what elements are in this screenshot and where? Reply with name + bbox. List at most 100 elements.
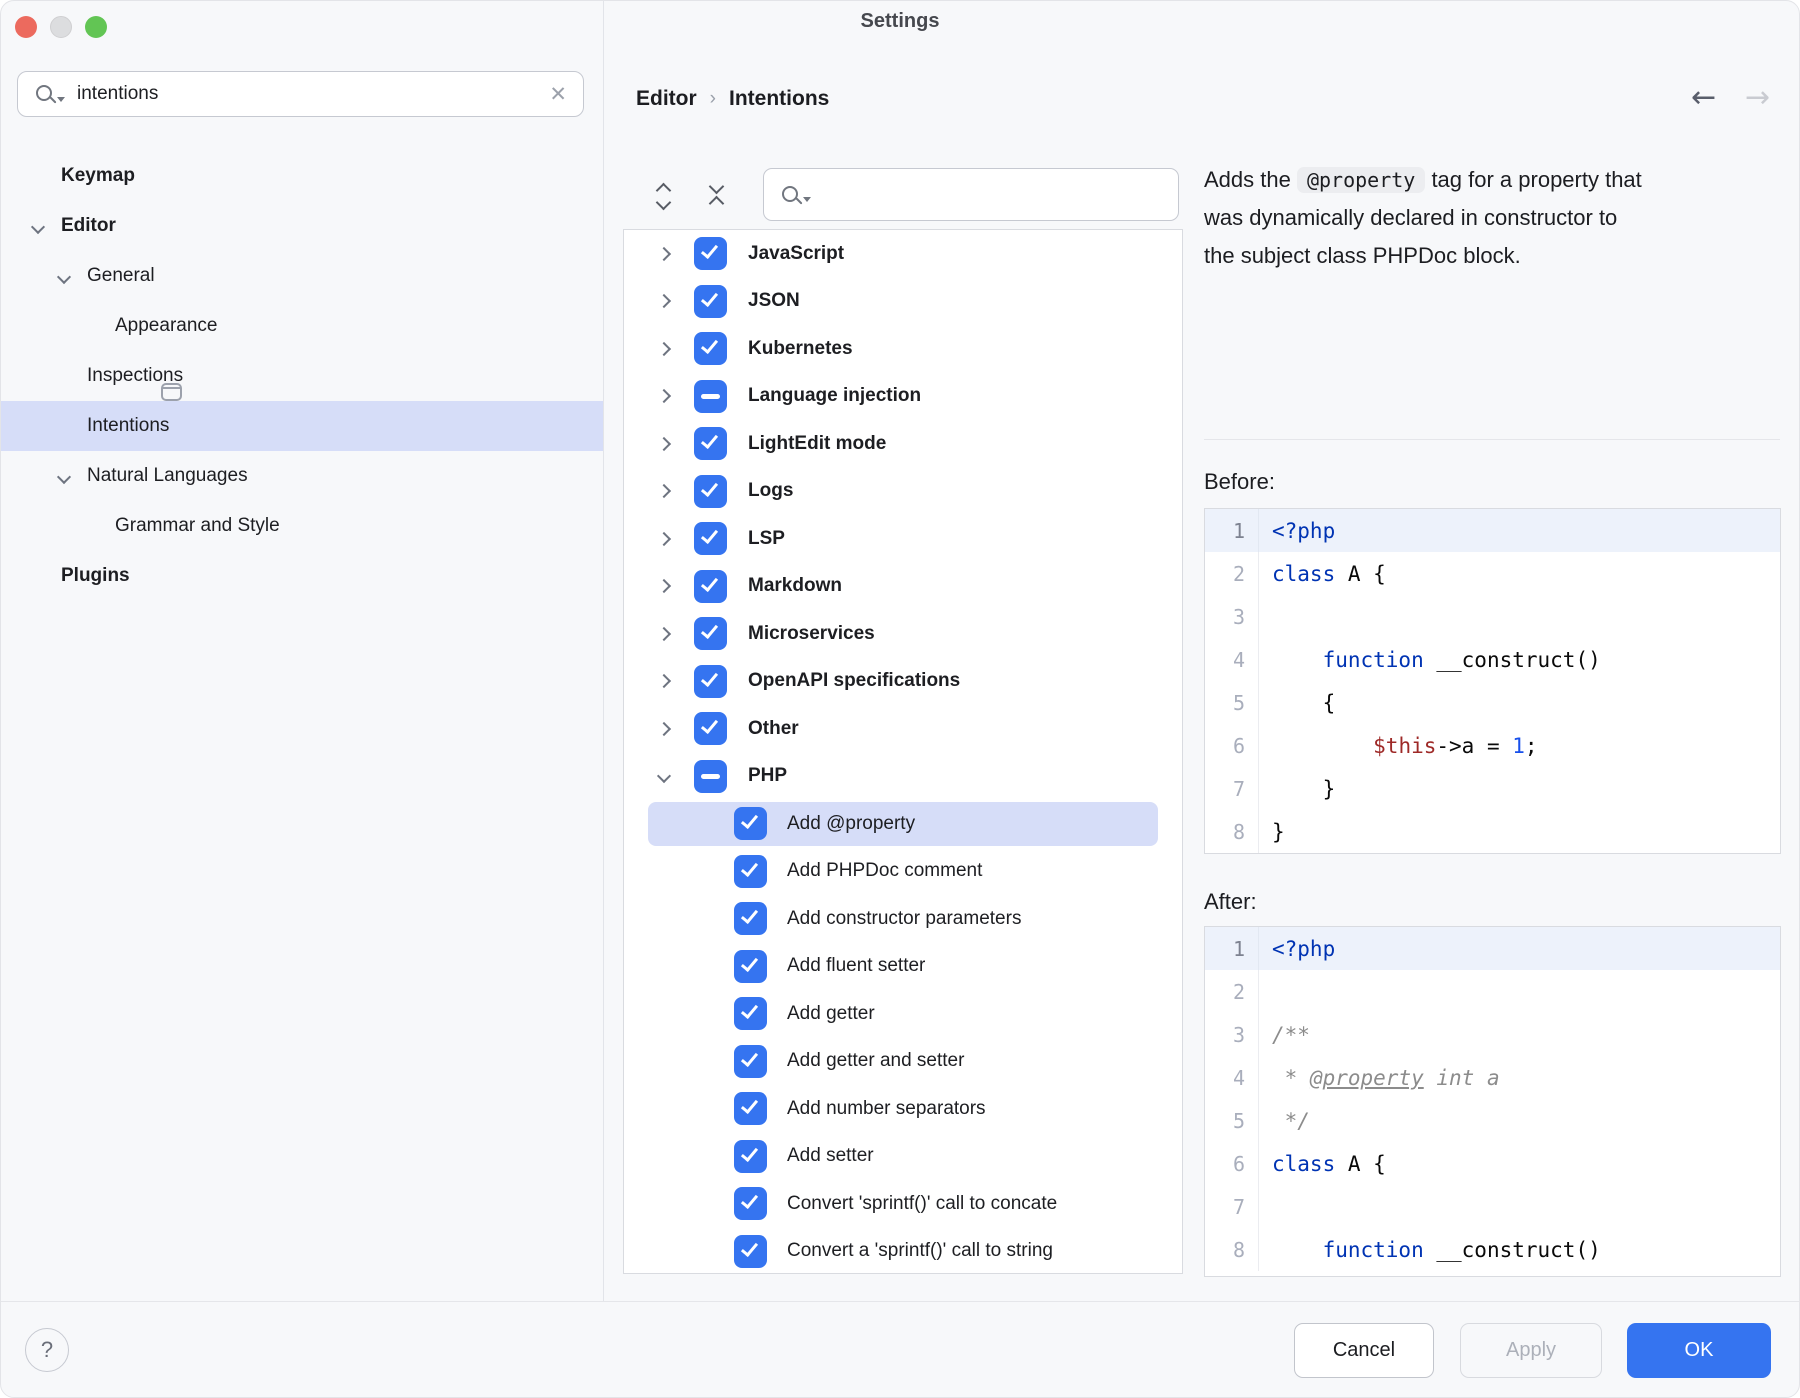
- checkbox[interactable]: [734, 854, 767, 888]
- chevron-right-icon[interactable]: [656, 674, 672, 689]
- tree-row-add-getter[interactable]: Add getter: [624, 990, 1182, 1038]
- checkbox[interactable]: [694, 664, 727, 698]
- tree-row-other[interactable]: Other: [624, 705, 1182, 753]
- minimize-window-icon[interactable]: [50, 16, 72, 38]
- search-input-value[interactable]: intentions: [77, 83, 159, 104]
- sidebar-item-plugins[interactable]: Plugins: [1, 551, 603, 601]
- tree-row-add-fluent-setter[interactable]: Add fluent setter: [624, 943, 1182, 991]
- chevron-down-icon[interactable]: [56, 469, 72, 485]
- sidebar-item-inspections[interactable]: Inspections: [1, 351, 603, 401]
- checkbox[interactable]: [734, 1234, 767, 1268]
- tree-item-label: Add setter: [787, 1145, 874, 1167]
- ok-button[interactable]: OK: [1627, 1323, 1771, 1378]
- tree-item-label: Add getter: [787, 1002, 875, 1024]
- line-number: 1: [1205, 509, 1259, 552]
- sidebar-item-label: Keymap: [61, 165, 135, 186]
- back-arrow-icon[interactable]: ←: [1691, 80, 1717, 115]
- zoom-window-icon[interactable]: [85, 16, 107, 38]
- checkbox[interactable]: [694, 284, 727, 318]
- cancel-button[interactable]: Cancel: [1294, 1323, 1434, 1378]
- tree-row-javascript[interactable]: JavaScript: [624, 230, 1182, 278]
- tree-row-lightedit-mode[interactable]: LightEdit mode: [624, 420, 1182, 468]
- tree-row-add-getter-and-setter[interactable]: Add getter and setter: [624, 1038, 1182, 1086]
- checkbox[interactable]: [694, 617, 727, 651]
- clear-search-icon[interactable]: ✕: [549, 82, 567, 106]
- forward-arrow-icon: →: [1745, 80, 1771, 115]
- tree-row-php[interactable]: PHP: [624, 753, 1182, 801]
- search-options-chevron-icon: [57, 96, 65, 102]
- sidebar-item-general[interactable]: General: [1, 251, 603, 301]
- chevron-right-icon[interactable]: [656, 579, 672, 594]
- tree-item-label: Add constructor parameters: [787, 907, 1022, 929]
- chevron-right-icon[interactable]: [656, 246, 672, 261]
- checkbox[interactable]: [694, 332, 727, 366]
- chevron-down-icon[interactable]: [656, 769, 672, 784]
- code-text: }: [1272, 776, 1336, 801]
- chevron-right-icon[interactable]: [656, 721, 672, 736]
- close-window-icon[interactable]: [15, 16, 37, 38]
- tree-row-lsp[interactable]: LSP: [624, 515, 1182, 563]
- checkbox[interactable]: [694, 522, 727, 556]
- sidebar-item-natural-languages[interactable]: Natural Languages: [1, 451, 603, 501]
- tree-row-add-phpdoc-comment[interactable]: Add PHPDoc comment: [624, 848, 1182, 896]
- tree-row-markdown[interactable]: Markdown: [624, 563, 1182, 611]
- tree-row-add-property[interactable]: Add @property: [624, 800, 1182, 848]
- checkbox[interactable]: [694, 237, 727, 271]
- breadcrumb-parent[interactable]: Editor: [636, 87, 697, 110]
- tree-row-language-injection[interactable]: Language injection: [624, 373, 1182, 421]
- sidebar-item-grammar-and-style[interactable]: Grammar and Style: [1, 501, 603, 551]
- checkbox[interactable]: [694, 712, 727, 746]
- chevron-right-icon[interactable]: [656, 626, 672, 641]
- checkbox[interactable]: [734, 807, 767, 841]
- tree-row-logs[interactable]: Logs: [624, 468, 1182, 516]
- tree-row-add-constructor-parameters[interactable]: Add constructor parameters: [624, 895, 1182, 943]
- checkbox[interactable]: [694, 427, 727, 461]
- chevron-right-icon[interactable]: [656, 484, 672, 499]
- checkbox[interactable]: [734, 1139, 767, 1173]
- checkbox[interactable]: [734, 902, 767, 936]
- window-title: Settings: [860, 10, 940, 32]
- description-line: the subject class PHPDoc block.: [1204, 243, 1521, 268]
- tree-row-kubernetes[interactable]: Kubernetes: [624, 325, 1182, 373]
- tree-item-label: Markdown: [748, 575, 842, 597]
- chevron-right-icon[interactable]: [656, 341, 672, 356]
- tree-row-convert-a-sprintf-call-to-string[interactable]: Convert a 'sprintf()' call to string: [624, 1228, 1182, 1274]
- chevron-right-icon[interactable]: [656, 531, 672, 546]
- tree-row-microservices[interactable]: Microservices: [624, 610, 1182, 658]
- checkbox[interactable]: [694, 379, 727, 413]
- code-line: 1<?php: [1205, 927, 1780, 970]
- chevron-down-icon[interactable]: [30, 219, 46, 235]
- sidebar-item-label: Editor: [61, 215, 116, 236]
- checkbox[interactable]: [734, 997, 767, 1031]
- checkbox[interactable]: [734, 1187, 767, 1221]
- sidebar-item-label: Appearance: [115, 315, 218, 336]
- checkbox[interactable]: [694, 759, 727, 793]
- code-line: 6 $this->a = 1;: [1205, 724, 1780, 767]
- chevron-right-icon[interactable]: [656, 294, 672, 309]
- collapse-all-icon[interactable]: [702, 178, 730, 212]
- tree-row-add-setter[interactable]: Add setter: [624, 1133, 1182, 1181]
- checkbox[interactable]: [694, 569, 727, 603]
- checkbox[interactable]: [734, 1044, 767, 1078]
- sidebar-item-editor[interactable]: Editor: [1, 201, 603, 251]
- checkbox[interactable]: [694, 474, 727, 508]
- sidebar-item-keymap[interactable]: Keymap: [1, 151, 603, 201]
- help-button[interactable]: ?: [25, 1328, 69, 1372]
- tree-row-json[interactable]: JSON: [624, 278, 1182, 326]
- settings-search-field[interactable]: intentions ✕: [17, 71, 584, 117]
- checkbox[interactable]: [734, 949, 767, 983]
- expand-all-icon[interactable]: [649, 178, 677, 211]
- tree-row-add-number-separators[interactable]: Add number separators: [624, 1085, 1182, 1133]
- chevron-down-icon[interactable]: [56, 269, 72, 285]
- chevron-right-icon[interactable]: [656, 389, 672, 404]
- chevron-right-icon[interactable]: [656, 436, 672, 451]
- tree-row-convert-sprintf-call-to-concate[interactable]: Convert 'sprintf()' call to concate: [624, 1180, 1182, 1228]
- tree-row-openapi-specifications[interactable]: OpenAPI specifications: [624, 658, 1182, 706]
- sidebar-item-intentions[interactable]: Intentions: [1, 401, 603, 451]
- description-divider: [1204, 439, 1780, 440]
- sidebar-item-appearance[interactable]: Appearance: [1, 301, 603, 351]
- intentions-filter-field[interactable]: [763, 168, 1179, 221]
- sidebar-item-label: Grammar and Style: [115, 515, 280, 536]
- checkbox[interactable]: [734, 1092, 767, 1126]
